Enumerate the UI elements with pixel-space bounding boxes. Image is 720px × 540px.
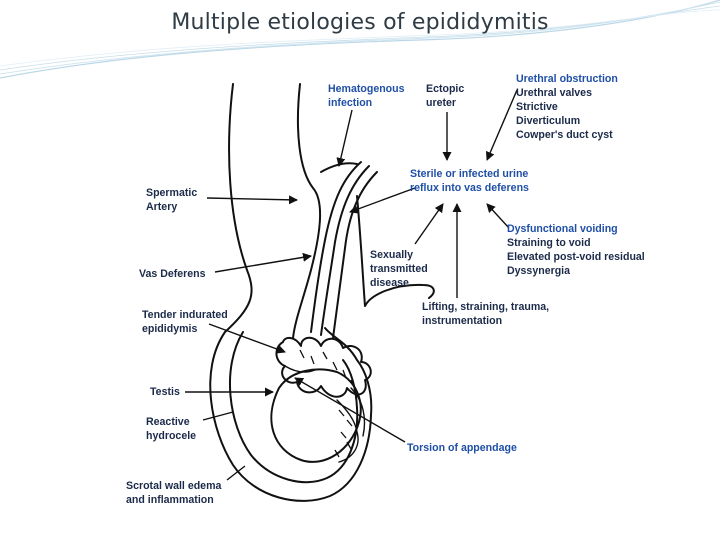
label-vas-deferens: Vas Deferens: [139, 268, 206, 280]
anatomy-figure: Hematogenous infection Ectopic ureter Ur…: [125, 70, 655, 508]
spermatic-cord-right: [356, 195, 435, 307]
arrow-vas: [214, 252, 312, 273]
scrotal-wall-outer: [209, 83, 373, 502]
label-sexually-transmitted: Sexually transmitted disease: [370, 249, 428, 289]
label-reactive-hydrocele: Reactive hydrocele: [146, 416, 197, 442]
label-urethral-obstruction: Urethral obstruction Urethral valves Str…: [516, 73, 618, 141]
vas-deferens-line-1: [310, 161, 362, 333]
spermatic-cord-left: [292, 83, 322, 339]
label-torsion-appendage: Torsion of appendage: [407, 442, 517, 454]
label-ectopic-ureter: Ectopic ureter: [426, 83, 465, 109]
line-reactive: [202, 411, 234, 421]
arrow-torsion: [294, 377, 406, 443]
epididymis-shape: [275, 336, 372, 398]
label-reflux: Sterile or infected urine reflux into va…: [410, 168, 529, 194]
label-tender-epididymis: Tender indurated epididymis: [142, 309, 228, 335]
arrow-reflux: [349, 187, 416, 214]
vas-deferens-line-2: [320, 165, 370, 336]
arrow-urethral: [486, 89, 518, 161]
label-lifting-trauma: Lifting, straining, trauma, instrumentat…: [422, 301, 550, 327]
label-hematogenous: Hematogenous infection: [328, 83, 405, 109]
scrotal-wall-inner: [228, 331, 359, 484]
vas-deferens-line-3: [332, 171, 378, 339]
arrow-dysfunctional: [486, 203, 510, 229]
anatomy-drawing: [185, 83, 518, 502]
line-scrotal: [226, 465, 246, 481]
decorative-swoosh: [0, 0, 720, 79]
arrow-tender: [208, 323, 286, 354]
label-dysfunctional-voiding: Dysfunctional voiding Straining to void …: [507, 223, 645, 277]
label-scrotal-wall: Scrotal wall edema and inflammation: [126, 480, 222, 506]
label-testis: Testis: [150, 386, 180, 398]
slide-title: Multiple etiologies of epididymitis: [171, 10, 549, 35]
arrow-hematogenous: [336, 109, 353, 167]
testis-shape: [270, 368, 362, 463]
label-spermatic-artery: Spermatic Artery: [146, 187, 198, 213]
arrow-spermatic: [206, 195, 298, 205]
arrow-sexually: [414, 203, 444, 245]
